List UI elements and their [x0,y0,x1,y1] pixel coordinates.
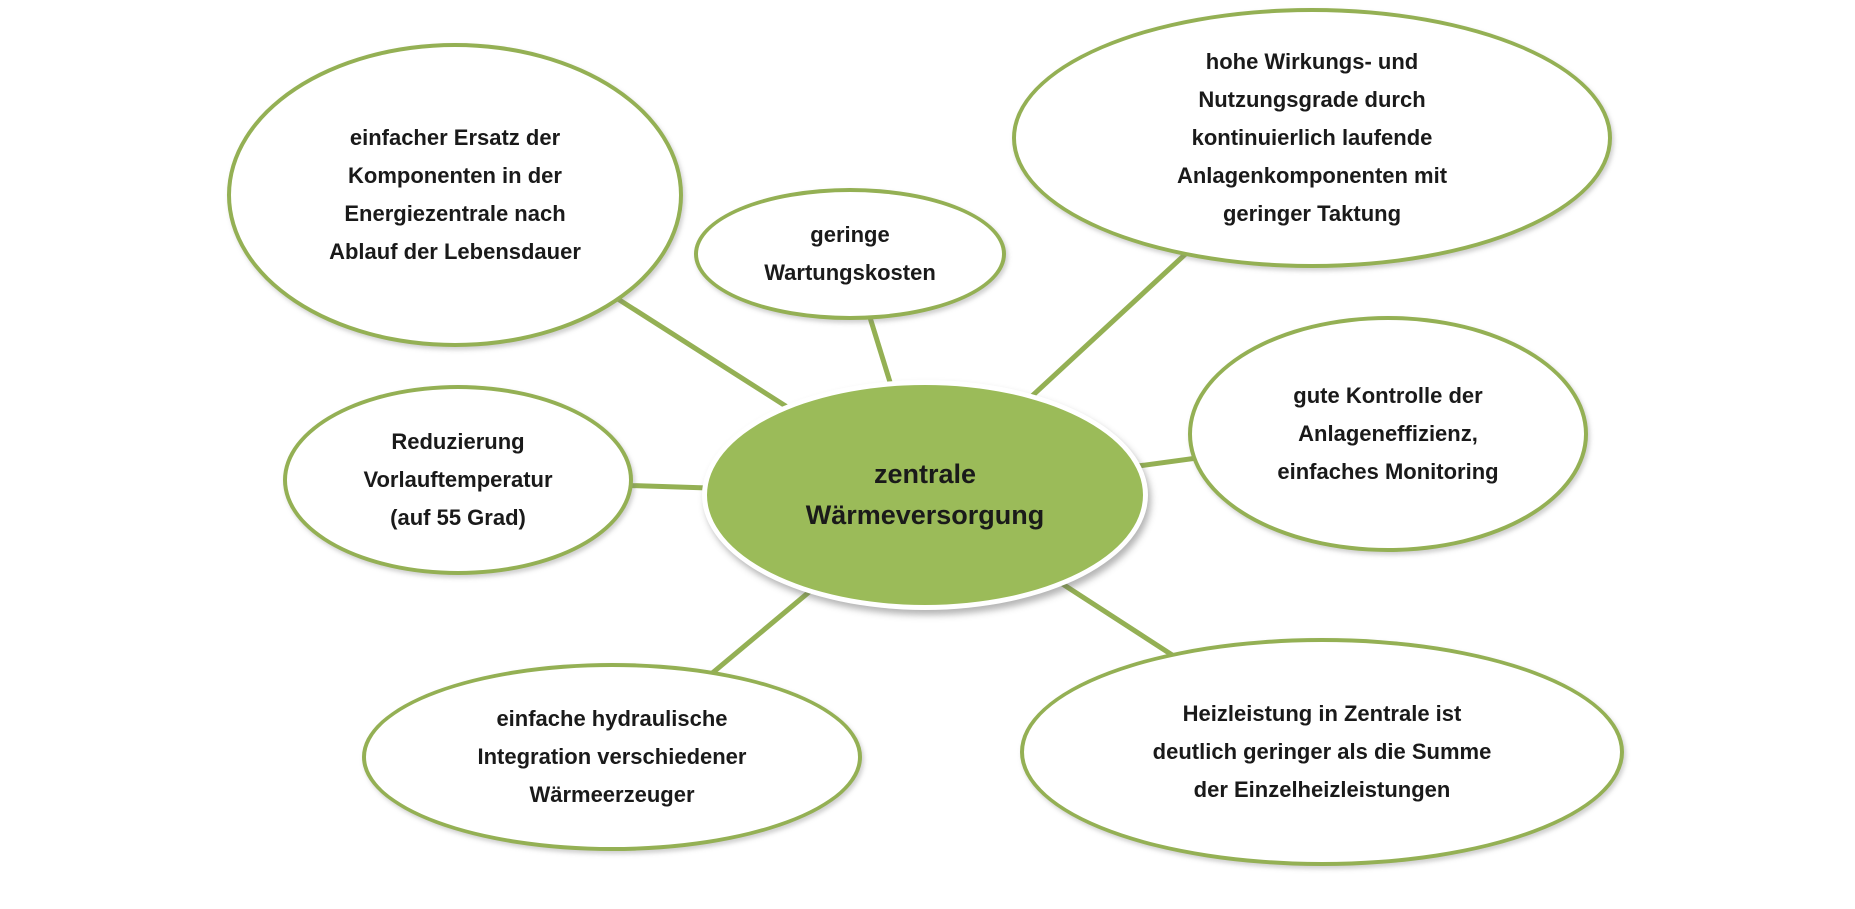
node-heating-capacity: Heizleistung in Zentrale ist deutlich ge… [1020,638,1624,866]
node-component-replacement: einfacher Ersatz der Komponenten in der … [227,43,683,347]
node-flow-temperature-label: Reduzierung Vorlauftemperatur (auf 55 Gr… [363,429,553,530]
node-efficiency-grades-label: hohe Wirkungs- und Nutzungsgrade durch k… [1176,49,1448,226]
node-hydraulic-integration: einfache hydraulische Integration versch… [362,663,862,851]
node-efficiency-grades: hohe Wirkungs- und Nutzungsgrade durch k… [1012,8,1612,268]
node-maintenance-costs: geringe Wartungskosten [694,188,1006,320]
node-flow-temperature: Reduzierung Vorlauftemperatur (auf 55 Gr… [283,385,633,575]
node-heating-capacity-label: Heizleistung in Zentrale ist deutlich ge… [1152,701,1492,802]
node-maintenance-costs-label: geringe Wartungskosten [764,222,936,285]
node-central-heat-supply: zentrale Wärmeversorgung [702,380,1148,610]
node-central-heat-supply-label: zentrale Wärmeversorgung [805,459,1045,530]
node-hydraulic-integration-label: einfache hydraulische Integration versch… [477,706,747,807]
node-plant-monitoring: gute Kontrolle der Anlageneffizienz, ein… [1188,316,1588,552]
node-component-replacement-label: einfacher Ersatz der Komponenten in der … [329,125,581,264]
node-plant-monitoring-label: gute Kontrolle der Anlageneffizienz, ein… [1277,383,1499,484]
